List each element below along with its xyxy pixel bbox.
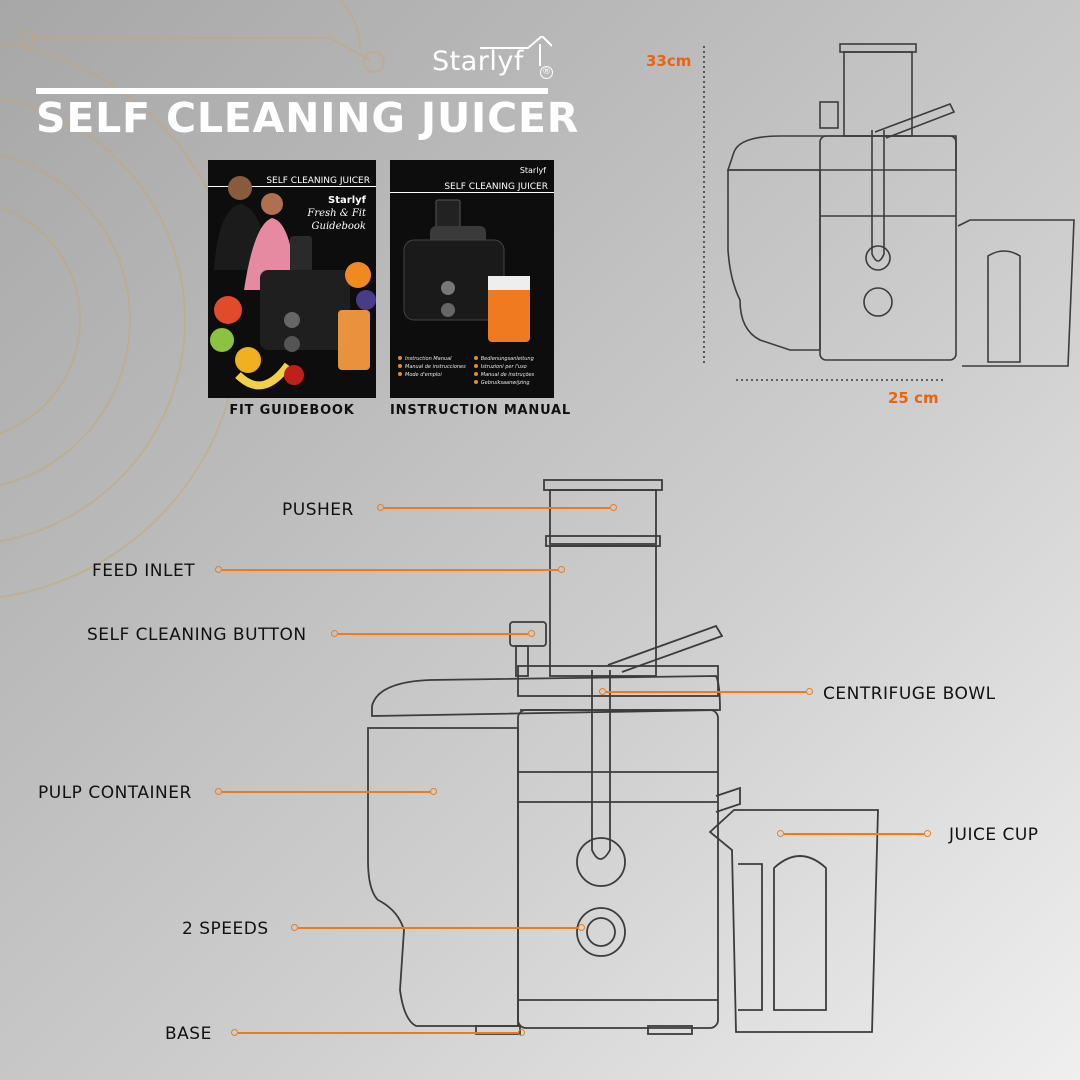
manual-language-item: Manual de instruções <box>473 372 534 380</box>
manual-language-item: Manual de instrucciones <box>398 364 466 372</box>
house-roof-icon <box>480 36 552 66</box>
guidebook-subtitle-line1: Fresh & Fit <box>307 208 366 219</box>
guidebook-subtitle-line2: Guidebook <box>311 221 366 232</box>
leader-feed-inlet <box>215 566 565 573</box>
registered-mark: ® <box>540 66 553 79</box>
manual-language-list: Instruction Manual Manual de instruccion… <box>398 356 534 388</box>
guidebook-header: SELF CLEANING JUICER <box>208 176 376 187</box>
juicer-main-diagram <box>367 479 879 1035</box>
leader-pulp-container <box>215 788 437 795</box>
label-speeds: 2 SPEEDS <box>182 919 269 939</box>
brand-logo: Starlyf <box>432 46 524 77</box>
fit-guidebook-caption: FIT GUIDEBOOK <box>229 403 355 418</box>
page-title: SELF CLEANING JUICER <box>36 94 580 142</box>
manual-language-item: Gebruiksaanwijzing <box>473 380 534 388</box>
label-juice-cup: JUICE CUP <box>949 825 1039 845</box>
guidebook-cover-photo <box>210 176 376 390</box>
manual-brand: Starlyf <box>519 166 546 175</box>
instruction-manual-cover: SELF CLEANING JUICER Starlyf Instruction… <box>390 160 554 398</box>
leader-speeds <box>291 924 585 931</box>
label-feed-inlet: FEED INLET <box>92 561 196 581</box>
leader-self-cleaning-button <box>331 630 535 637</box>
leader-centrifuge-bowl <box>599 688 813 695</box>
title-rule <box>36 88 548 94</box>
label-self-cleaning-button: SELF CLEANING BUTTON <box>87 625 307 645</box>
label-pusher: PUSHER <box>282 500 354 520</box>
label-pulp-container: PULP CONTAINER <box>38 783 192 803</box>
manual-language-item: Istruzioni per l'uso <box>473 364 534 372</box>
label-base: BASE <box>165 1024 212 1044</box>
guidebook-subtitle: Starlyf Fresh & Fit Guidebook <box>286 194 366 233</box>
juicer-dimension-diagram <box>703 43 1075 381</box>
label-centrifuge-bowl: CENTRIFUGE BOWL <box>823 684 996 704</box>
manual-header: SELF CLEANING JUICER <box>390 182 554 193</box>
instruction-manual-caption: INSTRUCTION MANUAL <box>390 403 571 418</box>
leader-pusher <box>377 504 617 511</box>
guidebook-brand: Starlyf <box>328 195 366 206</box>
leader-juice-cup <box>777 830 931 837</box>
fit-guidebook-cover: SELF CLEANING JUICER Starlyf Fresh & Fit… <box>208 160 376 398</box>
width-dimension: 25 cm <box>888 389 939 407</box>
manual-language-item: Instruction Manual <box>398 356 466 364</box>
leader-base <box>231 1029 525 1036</box>
manual-language-item: Bedienungsanleitung <box>473 356 534 364</box>
manual-language-item: Mode d'emploi <box>398 372 466 380</box>
height-dimension: 33cm <box>646 52 692 70</box>
manual-juicer-photo <box>403 199 530 342</box>
